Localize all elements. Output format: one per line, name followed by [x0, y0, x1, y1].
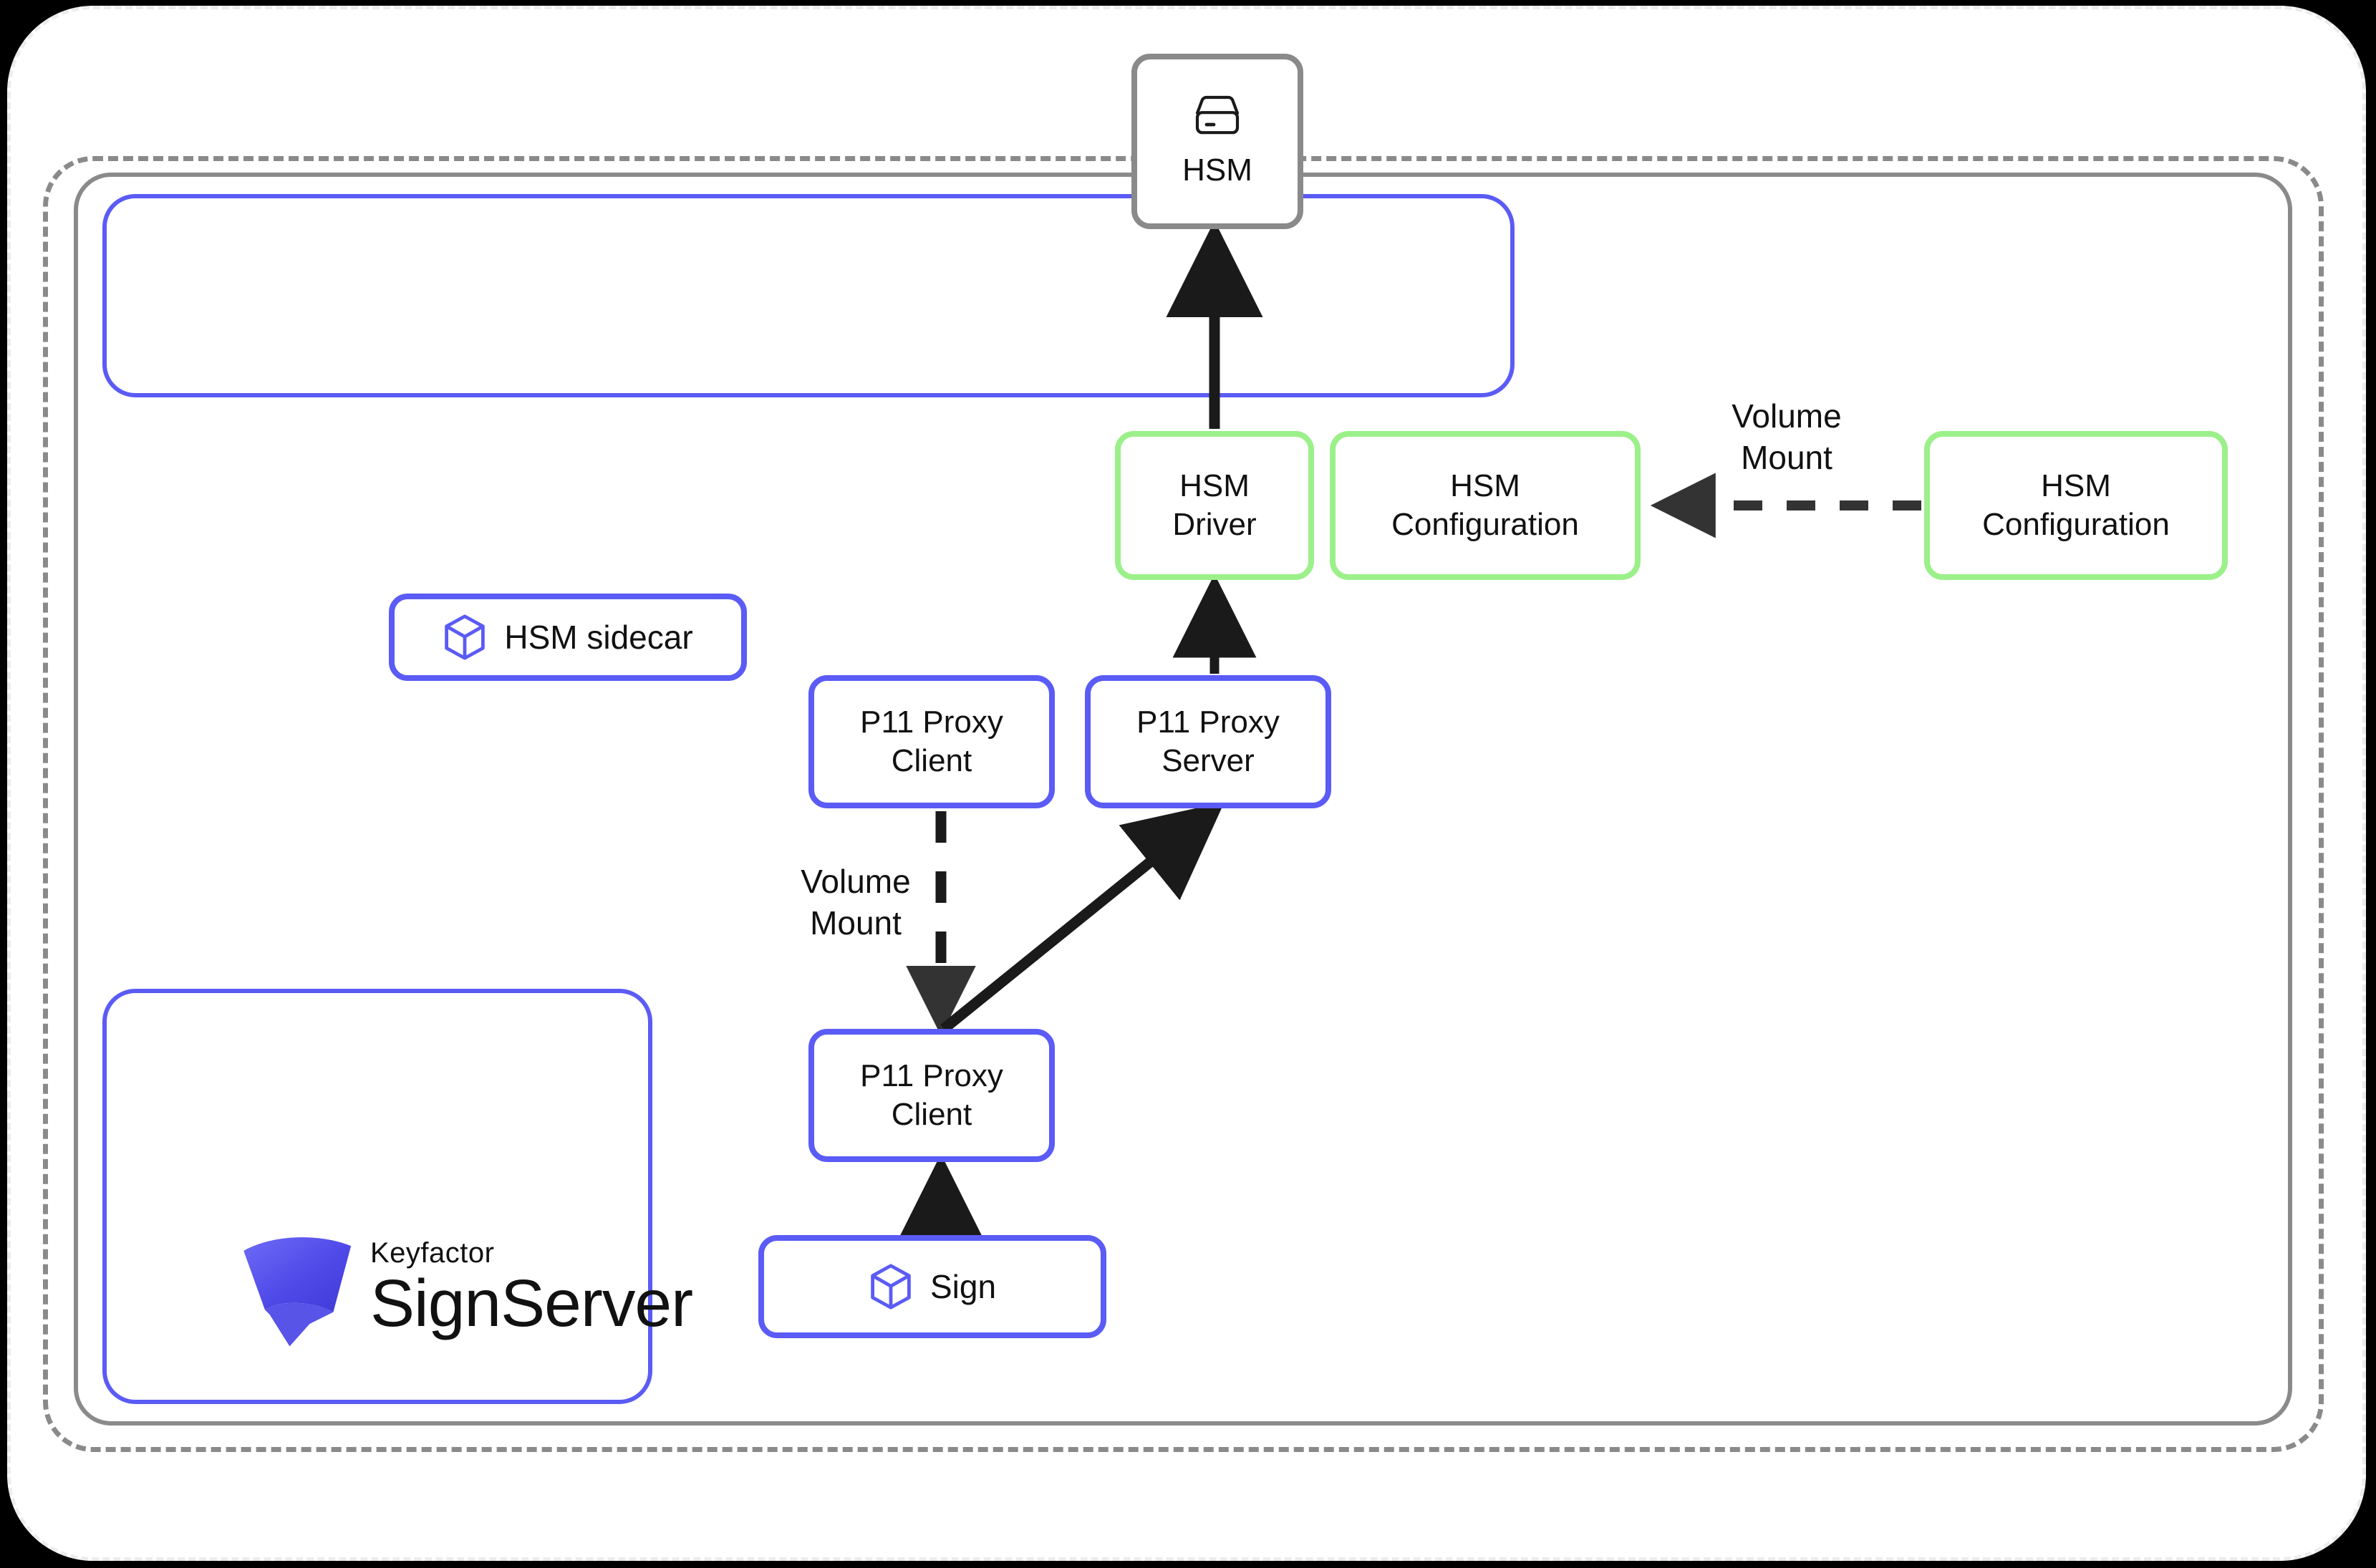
edge-label-volume-mount-left: Volume Mount: [801, 863, 911, 942]
node-hsm-configuration-outer[interactable]: HSM Configuration: [1924, 431, 2228, 580]
node-sign-label: Sign: [929, 1267, 997, 1305]
signserver-container: [102, 989, 652, 1404]
cube-icon: [869, 1263, 913, 1310]
hsm-sidecar-container: [102, 194, 1515, 397]
logo-product: SignServer: [370, 1265, 693, 1340]
node-hsm-configuration-outer-label: HSM Configuration: [1982, 468, 2170, 542]
keyfactor-swoosh-icon: [238, 1227, 357, 1347]
node-hsm-sidecar[interactable]: HSM sidecar: [389, 594, 747, 681]
node-sign[interactable]: Sign: [758, 1235, 1106, 1338]
node-hsm-driver-label: HSM Driver: [1172, 468, 1257, 542]
node-hsm-driver[interactable]: HSM Driver: [1115, 431, 1314, 580]
node-p11-proxy-server-top[interactable]: P11 Proxy Server: [1085, 675, 1331, 808]
diagram-page: HSM HSM Driver HSM Configuration HSM Con…: [7, 6, 2366, 1561]
hard-drive-icon: [1192, 93, 1243, 147]
keyfactor-signserver-logo: Keyfactor SignServer: [238, 1219, 733, 1355]
logo-text-block: Keyfactor SignServer: [370, 1237, 693, 1340]
logo-brand: Keyfactor: [370, 1237, 495, 1269]
node-hsm-configuration-inner-label: HSM Configuration: [1391, 468, 1579, 542]
node-hsm-sidecar-label: HSM sidecar: [504, 618, 693, 656]
node-p11-proxy-client-bottom-label: P11 Proxy Client: [860, 1058, 1003, 1132]
node-hsm-label: HSM: [1182, 153, 1252, 188]
node-p11-proxy-client-top-label: P11 Proxy Client: [860, 705, 1003, 778]
node-hsm[interactable]: HSM: [1131, 54, 1303, 229]
node-hsm-configuration-inner[interactable]: HSM Configuration: [1330, 431, 1641, 580]
node-p11-proxy-server-top-label: P11 Proxy Server: [1136, 705, 1280, 778]
cube-icon: [443, 614, 487, 661]
node-p11-proxy-client-top[interactable]: P11 Proxy Client: [808, 675, 1055, 808]
edge-label-volume-mount-right: Volume Mount: [1732, 397, 1842, 476]
node-p11-proxy-client-bottom[interactable]: P11 Proxy Client: [808, 1029, 1055, 1162]
